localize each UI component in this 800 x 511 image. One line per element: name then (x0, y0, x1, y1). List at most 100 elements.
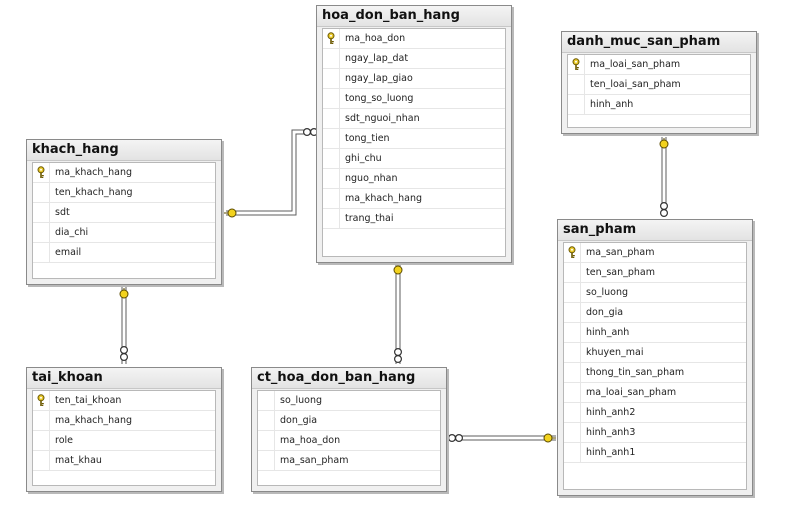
key-cell (258, 391, 275, 410)
column-row[interactable]: ma_loai_san_pham (568, 55, 750, 75)
column-name: so_luong (280, 395, 323, 406)
table-ct-hoa-don-ban-hang[interactable]: ct_hoa_don_ban_hang so_luong don_gia ma_ho… (251, 367, 447, 492)
column-name: ten_tai_khoan (55, 395, 122, 406)
key-cell (258, 411, 275, 430)
key-cell (33, 451, 50, 470)
column-name: trang_thai (345, 213, 394, 224)
key-cell (564, 303, 581, 322)
column-row[interactable]: ma_san_pham (564, 243, 746, 263)
column-row[interactable]: hinh_anh3 (564, 423, 746, 443)
column-name: ghi_chu (345, 153, 382, 164)
primary-key-cell (568, 55, 585, 74)
key-cell (568, 95, 585, 114)
key-cell (323, 189, 340, 208)
column-row[interactable]: tong_tien (323, 129, 505, 149)
column-row[interactable]: ten_san_pham (564, 263, 746, 283)
key-cell (33, 431, 50, 450)
primary-key-cell (323, 29, 340, 48)
column-row[interactable]: hinh_anh2 (564, 403, 746, 423)
key-cell (323, 89, 340, 108)
key-cell (33, 223, 50, 242)
table-title[interactable]: tai_khoan (27, 368, 221, 389)
column-name: sdt (55, 207, 70, 218)
column-row[interactable]: email (33, 243, 215, 263)
key-cell (323, 129, 340, 148)
column-name: ma_loai_san_pham (586, 387, 677, 398)
table-danh-muc-san-pham[interactable]: danh_muc_san_pham ma_loai_san_pham ten_lo… (561, 31, 757, 134)
key-cell (258, 451, 275, 470)
key-icon (572, 58, 580, 70)
column-name: so_luong (586, 287, 629, 298)
column-row[interactable]: thong_tin_san_pham (564, 363, 746, 383)
infinity-icon (394, 348, 403, 364)
primary-key-cell (33, 391, 50, 410)
column-row[interactable]: so_luong (258, 391, 440, 411)
column-row[interactable]: ma_khach_hang (33, 163, 215, 183)
column-row[interactable]: hinh_anh (564, 323, 746, 343)
table-title[interactable]: khach_hang (27, 140, 221, 161)
column-row[interactable]: don_gia (258, 411, 440, 431)
column-name: ma_san_pham (280, 455, 349, 466)
key-cell (323, 209, 340, 228)
column-name: hinh_anh1 (586, 447, 636, 458)
column-row[interactable]: hinh_anh (568, 95, 750, 115)
column-row[interactable]: don_gia (564, 303, 746, 323)
column-row[interactable]: ten_tai_khoan (33, 391, 215, 411)
relationship-khach-hang-hoa-don[interactable] (226, 129, 318, 216)
key-cell (33, 203, 50, 222)
relationship-danh-muc-san-pham[interactable] (661, 137, 667, 215)
primary-key-cell (33, 163, 50, 182)
column-row[interactable]: trang_thai (323, 209, 505, 229)
table-title[interactable]: ct_hoa_don_ban_hang (252, 368, 446, 389)
column-row[interactable]: ten_khach_hang (33, 183, 215, 203)
key-icon (327, 32, 335, 44)
column-row[interactable]: ma_loai_san_pham (564, 383, 746, 403)
column-row[interactable]: ngay_lap_giao (323, 69, 505, 89)
column-row[interactable]: ma_hoa_don (323, 29, 505, 49)
column-row[interactable]: ghi_chu (323, 149, 505, 169)
column-row[interactable]: hinh_anh1 (564, 443, 746, 463)
column-row[interactable]: ma_khach_hang (33, 411, 215, 431)
column-name: role (55, 435, 73, 446)
key-cell (323, 169, 340, 188)
column-row[interactable]: sdt (33, 203, 215, 223)
column-row[interactable]: tong_so_luong (323, 89, 505, 109)
column-row[interactable]: ma_khach_hang (323, 189, 505, 209)
column-name: tong_tien (345, 133, 390, 144)
table-title[interactable]: hoa_don_ban_hang (317, 6, 511, 27)
column-row[interactable]: mat_khau (33, 451, 215, 471)
column-name: email (55, 247, 82, 258)
relationship-ct-hoa-don-san-pham[interactable] (448, 435, 556, 441)
column-row[interactable]: so_luong (564, 283, 746, 303)
column-row[interactable]: khuyen_mai (564, 343, 746, 363)
column-row[interactable]: role (33, 431, 215, 451)
column-row[interactable]: ten_loai_san_pham (568, 75, 750, 95)
column-name: ma_loai_san_pham (590, 59, 681, 70)
key-cell (564, 323, 581, 342)
key-connector-icon (119, 288, 129, 299)
table-title[interactable]: san_pham (558, 220, 752, 241)
column-name: nguo_nhan (345, 173, 398, 184)
column-name: khuyen_mai (586, 347, 644, 358)
column-row[interactable]: ma_san_pham (258, 451, 440, 471)
column-row[interactable]: ngay_lap_dat (323, 49, 505, 69)
key-connector-icon (659, 138, 669, 149)
column-name: hinh_anh (586, 327, 630, 338)
key-cell (323, 69, 340, 88)
primary-key-cell (564, 243, 581, 262)
column-row[interactable]: dia_chi (33, 223, 215, 243)
column-row[interactable]: ma_hoa_don (258, 431, 440, 451)
column-name: ma_hoa_don (280, 435, 341, 446)
relationship-hoa-don-ct-hoa-don[interactable] (395, 263, 401, 364)
column-row[interactable]: sdt_nguoi_nhan (323, 109, 505, 129)
column-row[interactable]: nguo_nhan (323, 169, 505, 189)
column-name: tong_so_luong (345, 93, 414, 104)
key-cell (564, 383, 581, 402)
table-title[interactable]: danh_muc_san_pham (562, 32, 756, 53)
